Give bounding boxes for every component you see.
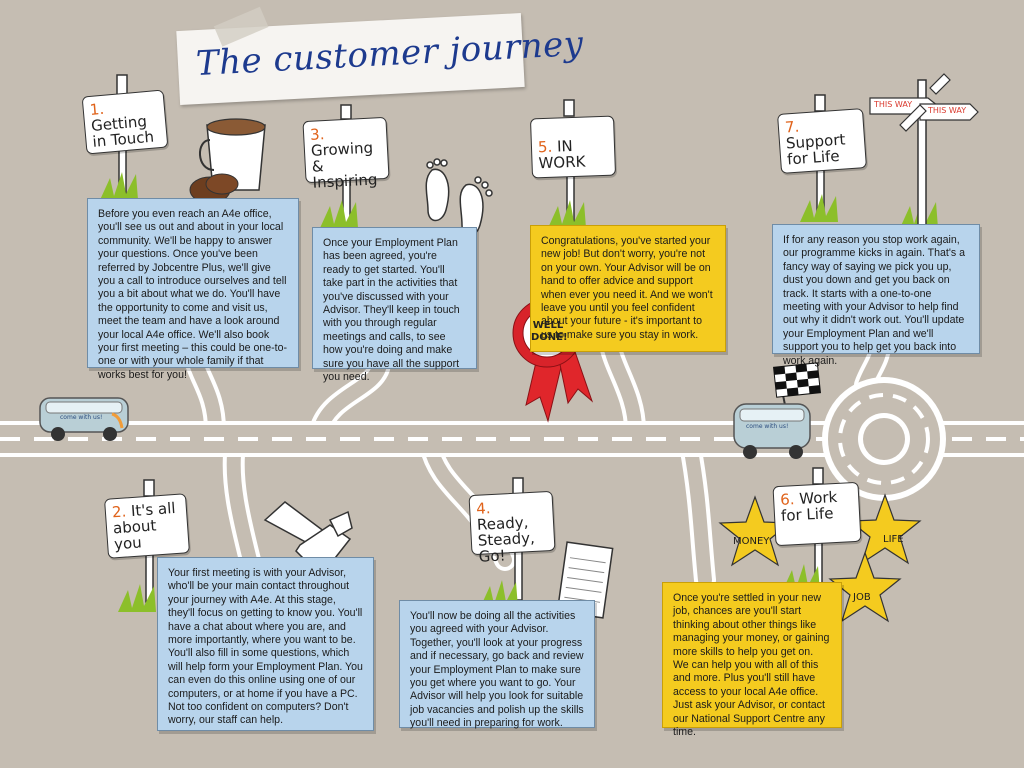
signpost-icon — [869, 73, 979, 231]
signpost-label-1: THIS WAY — [874, 100, 913, 109]
post-cap-7 — [814, 94, 826, 112]
signpost-label-2: THIS WAY — [928, 106, 967, 115]
step-3-title: Growing & Inspiring — [310, 138, 378, 192]
step-1-description: Before you even reach an A4e office, you… — [87, 198, 299, 381]
step-1-title: Getting in Touch — [90, 112, 155, 151]
sign-step-3: 3. Growing & Inspiring — [302, 116, 390, 192]
star-label-job: JOB — [853, 592, 871, 603]
bus-label-left: come with us! — [60, 414, 103, 421]
step-2-description: Your first meeting is with your Advisor,… — [157, 557, 374, 731]
post-cap-5 — [563, 99, 575, 117]
sign-step-2: 2. It's all about you — [104, 493, 190, 559]
sign-step-6: 6. Work for Life — [772, 481, 862, 547]
footprints-icon — [425, 158, 493, 237]
post-cap-2 — [143, 479, 155, 497]
step-7-description: If for any reason you stop work again, o… — [772, 224, 980, 367]
bus-icon-right — [733, 403, 811, 459]
step-7-title: Support for Life — [785, 130, 846, 169]
step-6-description: Once you're settled in your new job, cha… — [662, 582, 842, 738]
sign-step-5: 5. IN WORK — [529, 115, 617, 179]
star-label-money: MONEY — [733, 536, 770, 547]
bus-icon-left — [39, 397, 129, 441]
star-label-life: LIFE — [883, 534, 904, 545]
well-done-badge: WELL DONE! — [531, 320, 568, 343]
sign-step-4: 4. Ready, Steady, Go! — [468, 490, 556, 566]
bus-label-right: come with us! — [746, 423, 789, 430]
post-cap-6 — [812, 467, 824, 485]
cookies-icon — [189, 173, 239, 204]
step-5-description: Congratulations, you've started your new… — [530, 225, 726, 352]
sign-step-7: 7. Support for Life — [777, 108, 867, 174]
sign-step-1: 1. Getting in Touch — [81, 89, 169, 155]
notepad-icon — [556, 541, 614, 619]
chequered-flag-icon — [773, 362, 821, 431]
post-cap-3 — [340, 104, 352, 120]
step-4-description: You'll now be doing all the activities y… — [399, 600, 595, 729]
step-3-description: Once your Employment Plan has been agree… — [312, 227, 477, 383]
